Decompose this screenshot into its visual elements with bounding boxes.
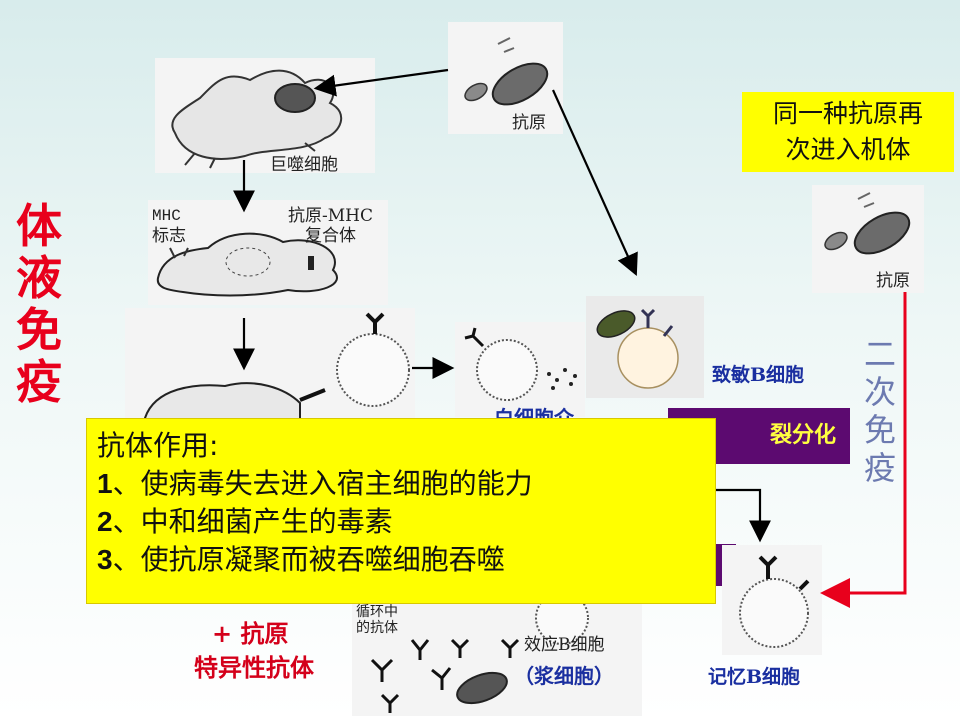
arrow-antigen-to-sensitized-b <box>553 90 635 272</box>
antibody-function-item-1: 1、使病毒失去进入宿主细胞的能力 <box>97 465 715 503</box>
macrophage-panel <box>155 58 375 173</box>
antibody-function-item-2: 2、中和细菌产生的毒素 <box>97 503 715 541</box>
sensitized-b-illustration <box>586 296 704 398</box>
memory-b-panel <box>722 545 822 655</box>
mhc-marker-label: MHC 标志 <box>152 206 186 246</box>
plus-antigen-label: + 抗原 <box>212 614 288 649</box>
antigen-mhc-complex-label: 抗原-MHC 复合体 <box>288 206 373 246</box>
antigen-right-label: 抗原 <box>876 266 910 291</box>
humoral-immunity-title: 体 液 免 疫 <box>14 200 64 408</box>
sensitized-b-label: 致敏B细胞 <box>712 360 804 387</box>
t-cell-interaction-illustration <box>125 308 415 420</box>
circulating-antibody-label: 循环中 的抗体 <box>356 604 398 636</box>
secondary-immunity-title: 二 次 免 疫 <box>858 335 902 487</box>
specific-antibody-label: 特异性抗体 <box>194 648 314 683</box>
antigen-top-label: 抗原 <box>512 108 546 133</box>
plasma-cell-label: （浆细胞） <box>514 660 614 689</box>
macrophage-label: 巨噬细胞 <box>270 150 338 175</box>
antigen-reentry-box: 同一种抗原再 次进入机体 <box>742 92 954 172</box>
memory-b-label: 记忆B细胞 <box>708 662 800 689</box>
arrow-division-to-memory <box>716 490 760 538</box>
antibody-function-item-3: 3、使抗原凝聚而被吞噬细胞吞噬 <box>97 541 715 579</box>
antibody-function-heading: 抗体作用: <box>97 427 715 465</box>
antibody-function-box: 抗体作用: 1、使病毒失去进入宿主细胞的能力 2、中和细菌产生的毒素 3、使抗原… <box>86 418 716 604</box>
sensitized-b-panel <box>586 296 704 398</box>
effector-b-label: 效应B细胞 <box>524 630 605 655</box>
macrophage-illustration <box>155 58 375 173</box>
interleukin-label-partial: 白细胞介 <box>494 402 574 418</box>
t-cell-interaction-panel <box>125 308 415 420</box>
memory-b-illustration <box>722 545 822 655</box>
